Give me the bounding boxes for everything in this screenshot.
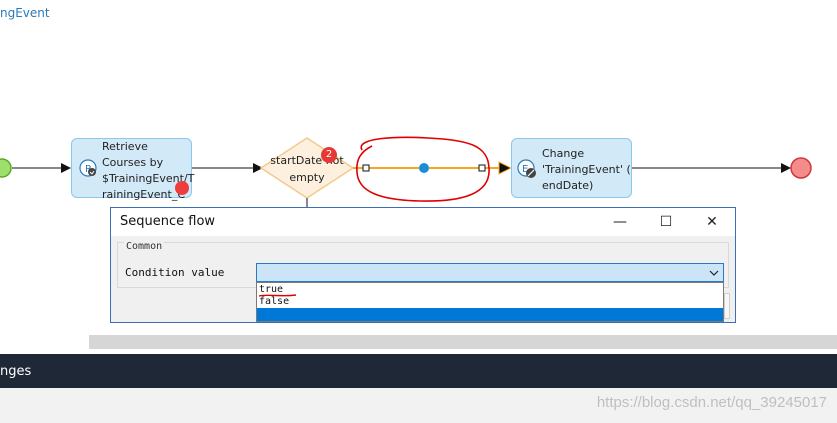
flow-handle-end[interactable] (478, 164, 486, 172)
changes-panel-title[interactable]: nges (0, 364, 32, 379)
minimize-icon: — (613, 214, 627, 230)
dialog-titlebar[interactable]: Sequence flow — ☐ ✕ (111, 208, 735, 236)
start-event[interactable] (0, 158, 12, 178)
canvas-horizontal-scrollbar[interactable] (0, 333, 837, 350)
svg-text:E: E (522, 164, 528, 175)
scrollbar-thumb[interactable] (89, 335, 837, 349)
decision-text-line-1: startDate not (270, 154, 344, 167)
minimize-button[interactable]: — (597, 208, 643, 236)
activity-retrieve-courses[interactable]: R Retrieve Courses by $TrainingEvent/T r… (71, 138, 195, 201)
condition-value-select[interactable] (256, 263, 724, 282)
option-false[interactable]: false (259, 296, 290, 307)
error-count-badge[interactable]: 2 (321, 147, 337, 163)
close-icon: ✕ (706, 214, 718, 230)
condition-value-label: Condition value (125, 266, 225, 279)
group-label-common: Common (124, 241, 165, 252)
sequence-flow-dialog: Sequence flow — ☐ ✕ Common Condition val… (110, 207, 736, 323)
chevron-down-icon (709, 270, 719, 276)
annotation-red-underline (258, 294, 297, 297)
annotation-red-circle (356, 136, 490, 202)
dialog-partial-button (724, 293, 730, 319)
close-button[interactable]: ✕ (689, 208, 735, 236)
end-event[interactable] (790, 157, 812, 179)
retrieve-text-line-1: Retrieve (102, 140, 148, 153)
microflow-name-link[interactable]: ngEvent (0, 6, 50, 20)
option-true[interactable]: true (259, 284, 284, 295)
microflow-canvas[interactable] (0, 0, 837, 333)
flow-midpoint-handle[interactable] (419, 163, 429, 173)
changes-panel-body: https://blog.csdn.net/qq_39245017 (0, 388, 837, 423)
flow-handle-start[interactable] (362, 164, 370, 172)
maximize-icon: ☐ (659, 214, 673, 230)
error-indicator-icon[interactable] (175, 181, 189, 195)
selected-flow-arrowhead (498, 161, 513, 175)
change-text-line-2: 'TrainingEvent' ( (542, 163, 631, 176)
dialog-title: Sequence flow (120, 214, 216, 229)
activity-change-trainingevent[interactable]: E Change 'TrainingEvent' ( endDate) (511, 138, 632, 198)
option-empty-selected[interactable] (257, 308, 723, 321)
svg-text:R: R (85, 164, 92, 175)
watermark-text: https://blog.csdn.net/qq_39245017 (596, 394, 827, 411)
change-object-icon: E (517, 159, 536, 178)
maximize-button[interactable]: ☐ (643, 208, 689, 236)
change-text-line-1: Change (542, 147, 585, 160)
decision-label: startDate not empty (262, 152, 352, 186)
change-text-line-3: endDate) (542, 179, 594, 192)
retrieve-text-line-2: Courses by (102, 156, 164, 169)
retrieve-text-line-4: rainingEvent_C (102, 188, 185, 201)
condition-options-list[interactable]: true false (256, 282, 724, 322)
retrieve-icon: R (79, 159, 97, 177)
changes-panel-header: nges (0, 354, 837, 388)
retrieve-text-line-3: $TrainingEvent/T (102, 172, 195, 185)
decision-text-line-2: empty (289, 171, 325, 184)
